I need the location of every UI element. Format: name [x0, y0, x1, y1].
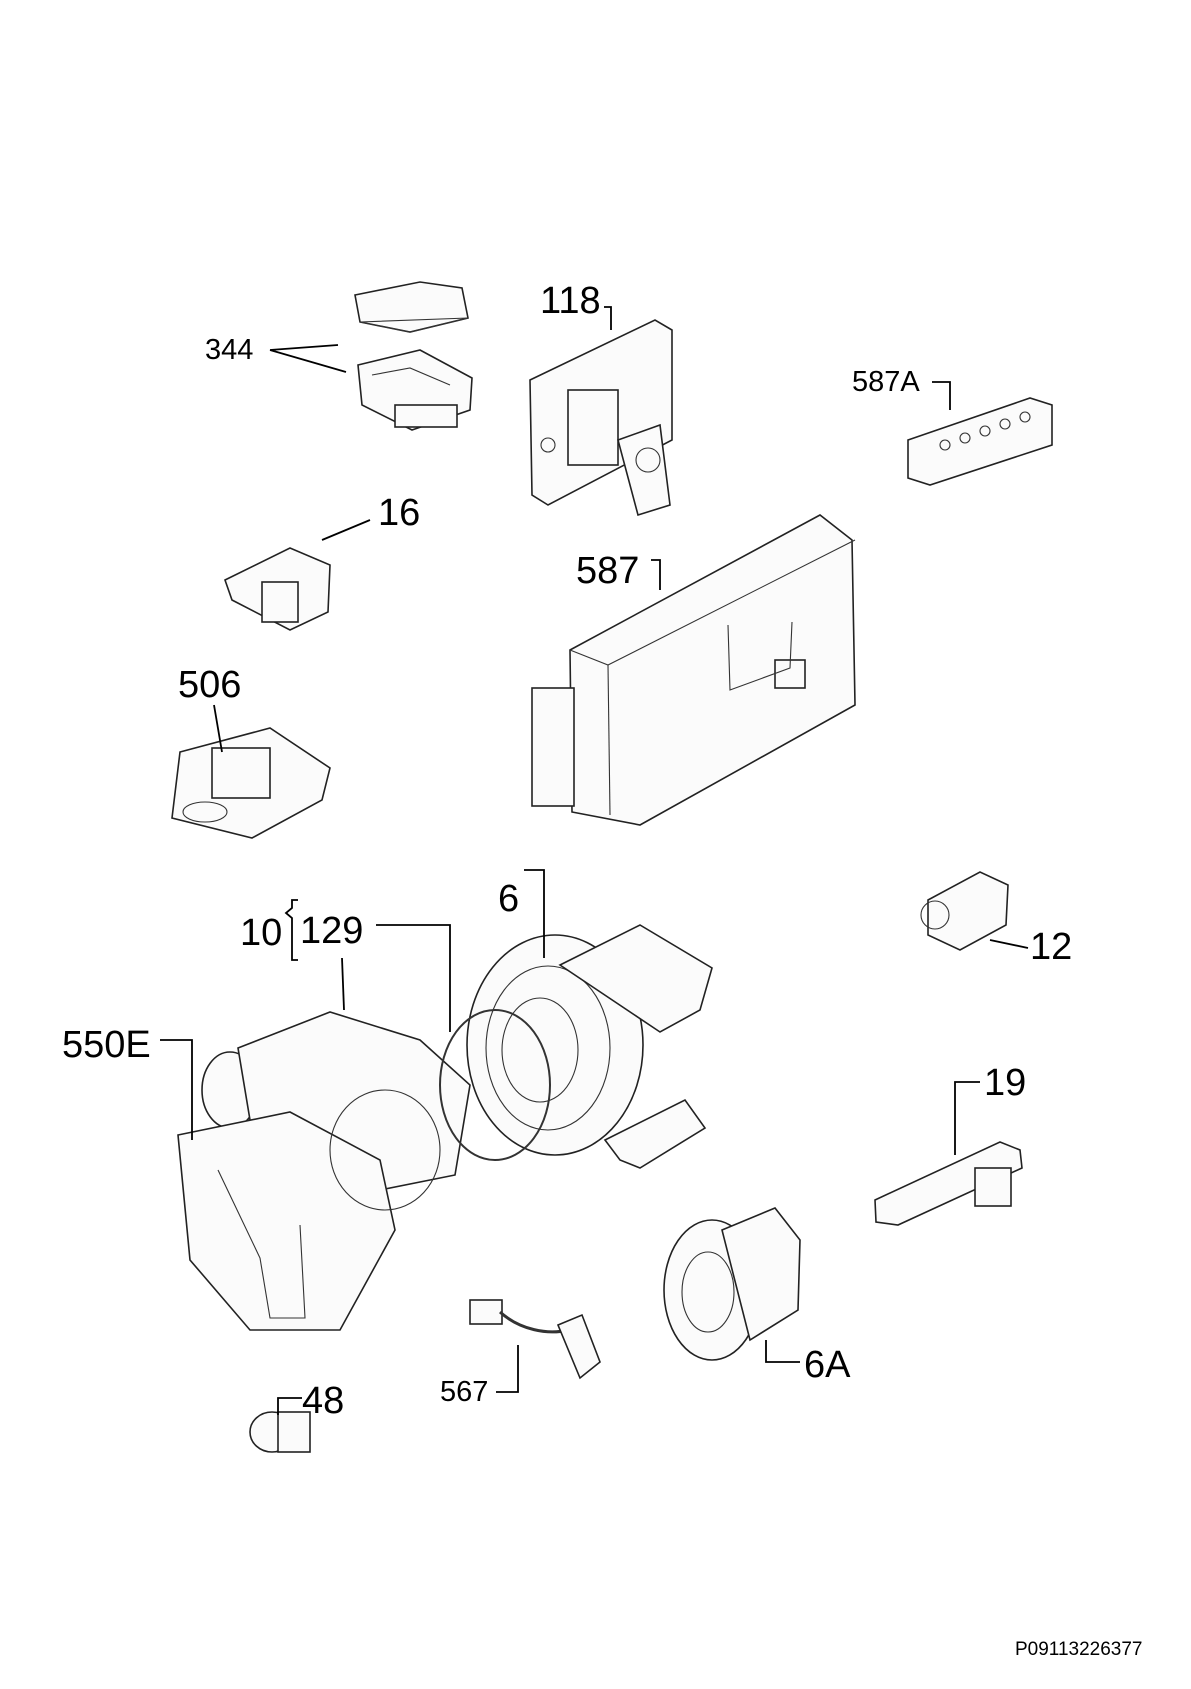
part-118-panel	[529, 319, 673, 517]
label-550E: 550E	[62, 1024, 151, 1066]
leader-344	[269, 344, 347, 373]
leader-129	[376, 924, 451, 1032]
label-48: 48	[302, 1380, 345, 1422]
label-587: 587	[576, 550, 640, 592]
leader-118	[604, 306, 612, 330]
label-587A: 587A	[852, 366, 920, 398]
leader-6	[524, 869, 545, 958]
leader-550E	[160, 1039, 193, 1140]
part-6A-pump	[663, 1207, 801, 1361]
reference-code: P09113226377	[1015, 1639, 1143, 1660]
label-19: 19	[984, 1062, 1027, 1104]
label-118: 118	[540, 280, 601, 322]
part-506-bracket	[171, 727, 331, 839]
label-6: 6	[498, 878, 520, 920]
leader-587A	[932, 381, 951, 410]
leader-567	[496, 1345, 519, 1393]
part-48-component	[249, 1411, 311, 1453]
part-16-switch	[224, 547, 331, 631]
label-6A: 6A	[804, 1344, 851, 1386]
leader-587	[651, 559, 661, 590]
part-567-harness	[469, 1299, 601, 1380]
part-344-cover	[354, 281, 469, 333]
leader-129-b	[341, 957, 345, 1011]
leader-6A	[765, 1340, 800, 1363]
leader-12	[989, 939, 1029, 949]
leader-48	[277, 1397, 302, 1415]
part-12-sensor	[920, 871, 1009, 951]
leader-19	[954, 1081, 980, 1155]
label-506: 506	[178, 664, 242, 706]
leader-16	[321, 519, 371, 541]
label-10: 10	[240, 912, 283, 954]
label-16: 16	[378, 492, 421, 534]
brace-10	[284, 899, 298, 961]
label-344: 344	[205, 334, 254, 366]
label-129: 129	[300, 910, 364, 952]
label-12: 12	[1030, 926, 1073, 968]
leader-506	[213, 704, 223, 753]
part-19-strip	[874, 1141, 1023, 1226]
part-587-module	[531, 514, 856, 826]
part-587A-module	[907, 397, 1053, 486]
part-550E-sump	[177, 1011, 471, 1331]
part-344-switch	[357, 349, 473, 431]
part-6-pump	[466, 924, 713, 1169]
label-567: 567	[440, 1376, 489, 1408]
part-129-seal	[439, 1009, 551, 1161]
